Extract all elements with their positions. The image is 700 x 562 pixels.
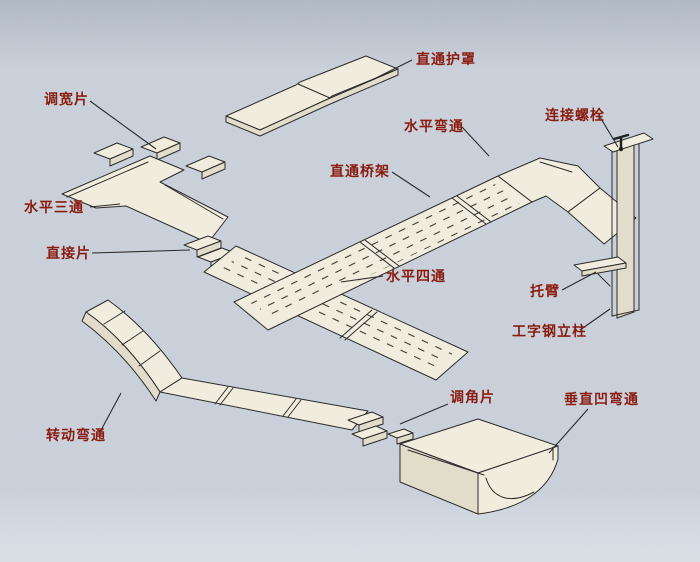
width-adjust-piece-part <box>93 136 226 180</box>
callout-labels: 直通护罩 调宽片 水平弯通 连接螺栓 直通桥架 水平三通 直接片 水平四通 托臂… <box>24 51 639 444</box>
label-i-beam-column: 工字钢立柱 <box>512 323 587 340</box>
leader-horizontal-elbow <box>461 126 490 157</box>
leader-rotating-elbow <box>99 392 122 433</box>
label-horizontal-cross: 水平四通 <box>386 268 446 285</box>
straight-tray-part <box>233 175 533 331</box>
bottom-run-part <box>159 377 369 431</box>
leader-i-beam-column <box>579 308 611 331</box>
leader-horizontal-tee <box>89 203 121 208</box>
leader-width-adjust-piece <box>89 100 157 150</box>
photo-bottom-light <box>0 492 700 562</box>
support-arm-part <box>573 256 627 287</box>
leader-angle-adjust-piece <box>399 403 449 425</box>
leader-straight-cover <box>369 59 413 82</box>
label-direct-piece: 直接片 <box>46 245 91 262</box>
label-support-arm: 托臂 <box>530 283 560 300</box>
label-vertical-concave-elbow: 垂直凹弯通 <box>564 391 639 408</box>
connecting-bolt-part <box>612 133 630 152</box>
label-rotating-elbow: 转动弯通 <box>46 427 106 444</box>
leader-direct-piece <box>91 249 191 254</box>
leader-vertical-concave-elbow <box>548 408 589 454</box>
photo-top-shadow <box>0 0 700 70</box>
label-angle-adjust-piece: 调角片 <box>450 389 495 406</box>
leader-straight-tray <box>391 171 431 198</box>
leader-connecting-bolt <box>599 116 619 148</box>
straight-cover-part <box>225 55 399 137</box>
leader-horizontal-cross <box>340 275 384 283</box>
label-horizontal-tee: 水平三通 <box>24 199 84 216</box>
leader-lines <box>89 59 619 454</box>
label-width-adjust-piece: 调宽片 <box>44 91 89 108</box>
label-straight-tray: 直通桥架 <box>330 163 390 180</box>
vertical-concave-elbow-part <box>387 418 559 515</box>
label-connecting-bolt: 连接螺栓 <box>545 107 605 124</box>
label-horizontal-elbow: 水平弯通 <box>404 118 464 135</box>
horizontal-tee-part <box>61 155 229 244</box>
i-beam-column-part <box>603 132 654 319</box>
angle-adjust-piece-part <box>347 411 388 447</box>
label-straight-cover: 直通护罩 <box>416 51 476 68</box>
leader-support-arm <box>561 271 597 291</box>
